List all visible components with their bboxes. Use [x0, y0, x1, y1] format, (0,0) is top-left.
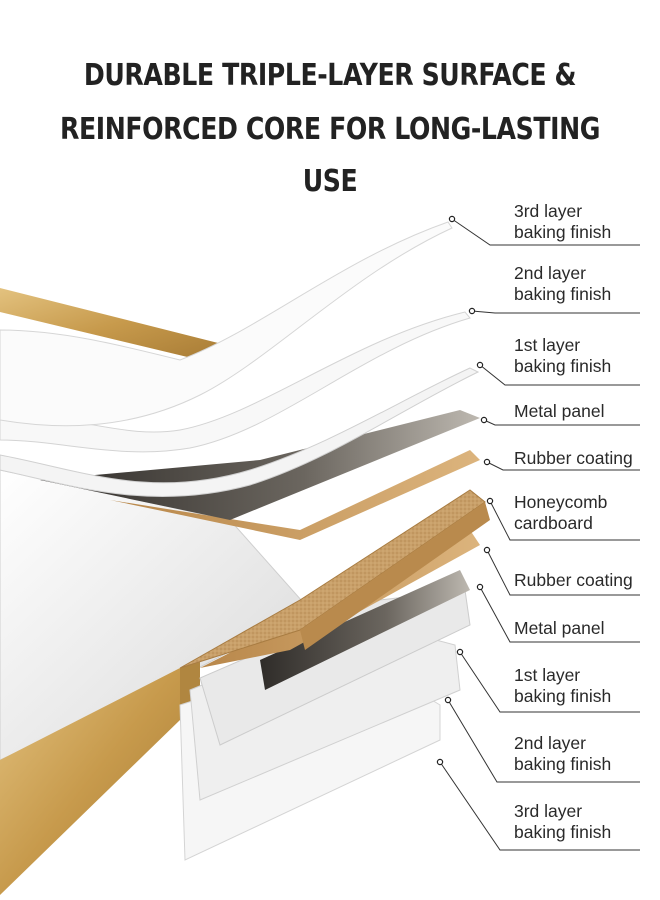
layer-label-7-line1: Rubber coating	[514, 570, 633, 591]
leader-dot-6	[487, 498, 492, 503]
leader-dot-5	[484, 459, 489, 464]
layer-label-11-line1: 3rd layer	[514, 801, 611, 822]
leader-dot-2	[469, 308, 474, 313]
leader-dot-9	[457, 649, 462, 654]
leader-dot-8	[477, 584, 482, 589]
layer-label-4-line1: Metal panel	[514, 401, 604, 422]
layer-label-2-line1: 2nd layer	[514, 263, 611, 284]
layer-label-1-line1: 3rd layer	[514, 201, 611, 222]
layer-label-5-line1: Rubber coating	[514, 448, 633, 469]
leader-dot-1	[449, 216, 454, 221]
layer-label-9-line2: baking finish	[514, 686, 611, 707]
leader-dot-3	[477, 362, 482, 367]
leader-dot-7	[484, 547, 489, 552]
layer-label-2-line2: baking finish	[514, 284, 611, 305]
layer-label-8: Metal panel	[514, 618, 604, 639]
layer-label-1-line2: baking finish	[514, 222, 611, 243]
layer-label-6-line2: cardboard	[514, 513, 607, 534]
layer-label-6-line1: Honeycomb	[514, 492, 607, 513]
leader-dot-4	[481, 417, 486, 422]
leader-line-2	[472, 311, 640, 313]
layer-label-8-line1: Metal panel	[514, 618, 604, 639]
layer-label-5: Rubber coating	[514, 448, 633, 469]
leader-dot-11	[437, 759, 442, 764]
layer-label-3-line2: baking finish	[514, 356, 611, 377]
leader-dot-10	[445, 697, 450, 702]
layer-label-7: Rubber coating	[514, 570, 633, 591]
layer-label-3-line1: 1st layer	[514, 335, 611, 356]
layer-label-4: Metal panel	[514, 401, 604, 422]
layer-label-10-line1: 2nd layer	[514, 733, 611, 754]
layer-label-10-line2: baking finish	[514, 754, 611, 775]
layer-label-11-line2: baking finish	[514, 822, 611, 843]
layer-label-9-line1: 1st layer	[514, 665, 611, 686]
